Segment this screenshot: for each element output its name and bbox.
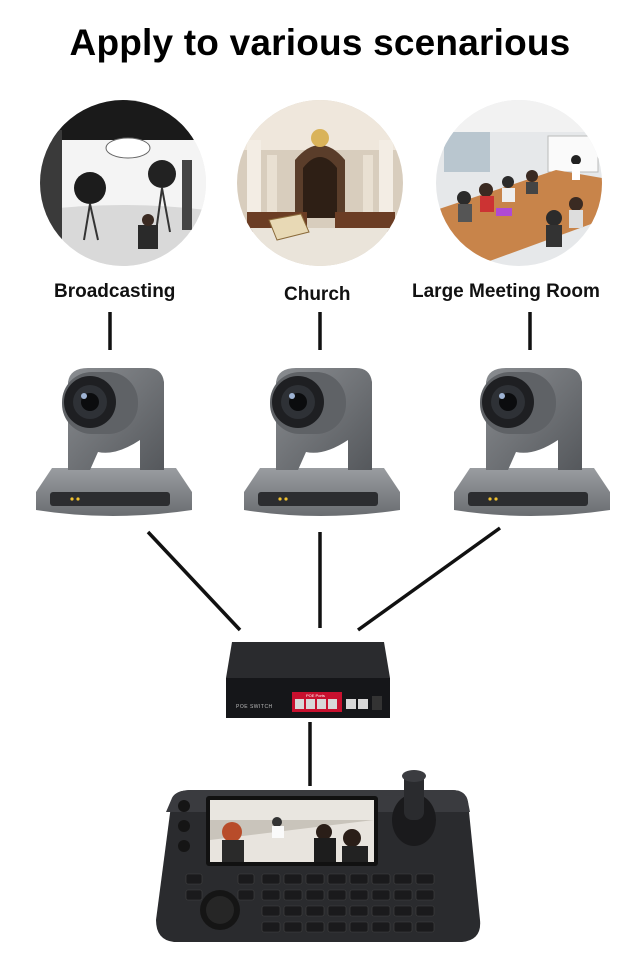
- ptz-keyboard-controller: [152, 770, 484, 955]
- scenario-label-church: Church: [284, 284, 351, 305]
- scene-meeting-room-image: [436, 100, 602, 266]
- link-camera1-switch: [146, 530, 242, 632]
- poe-switch: POE SWITCH POE Ports: [222, 638, 394, 727]
- link-camera3-switch: [356, 526, 502, 632]
- scene-broadcasting-image: [40, 100, 206, 266]
- ptz-camera-3: [454, 368, 610, 516]
- ptz-camera-1: [36, 368, 192, 516]
- switch-front-text: POE SWITCH: [236, 704, 273, 710]
- scene-church-image: [237, 100, 403, 266]
- switch-ports-label: POE Ports: [306, 693, 325, 698]
- ptz-camera-2: [244, 368, 400, 516]
- page-title: Apply to various scenarious: [69, 22, 571, 63]
- scenario-label-meeting-room: Large Meeting Room: [412, 281, 600, 302]
- scenario-label-broadcasting: Broadcasting: [54, 281, 176, 302]
